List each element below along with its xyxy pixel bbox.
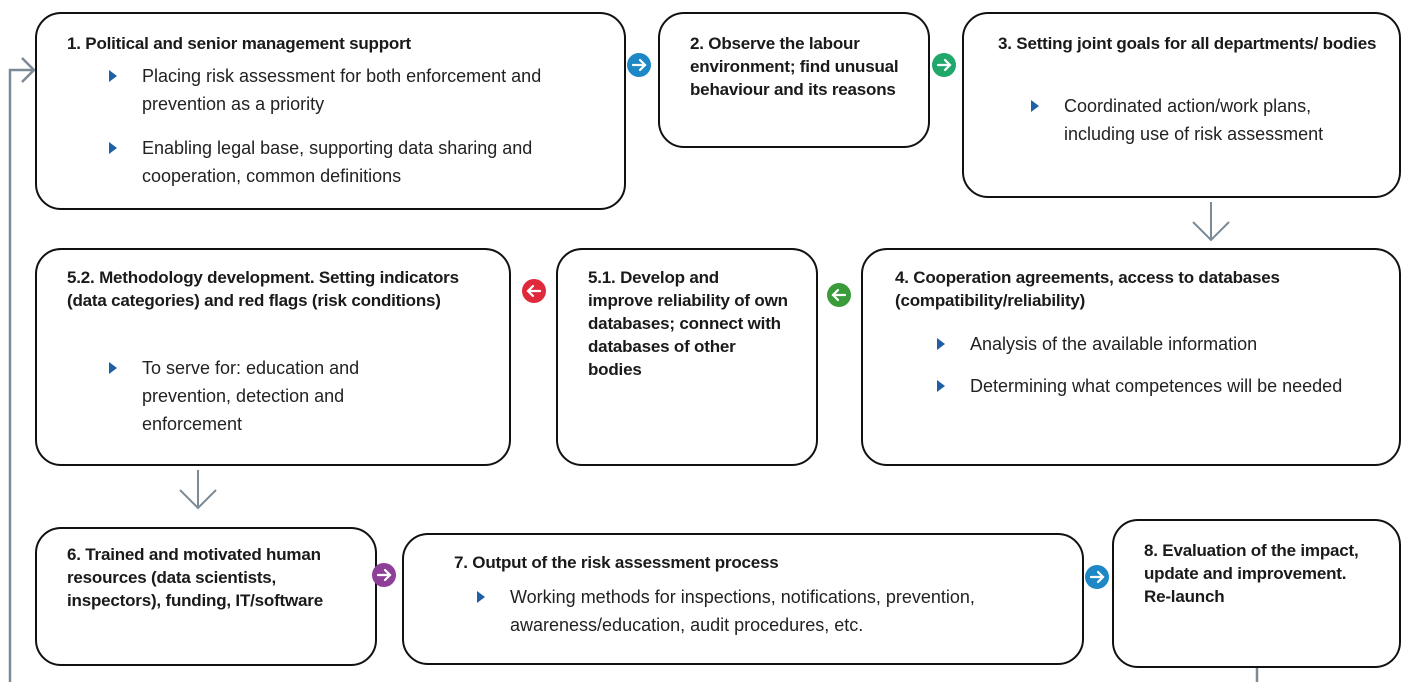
feedback-arrowhead	[21, 57, 36, 83]
step-6-title: 6. Trained and motivated human resources…	[67, 545, 323, 610]
step-4-title: 4. Cooperation agreements, access to dat…	[895, 268, 1280, 310]
step-6-box: 6. Trained and motivated human resources…	[35, 527, 377, 666]
step-8-box: 8. Evaluation of the impact, update and …	[1112, 519, 1401, 668]
arrow-right-icon	[1085, 565, 1109, 589]
bullet-triangle-icon	[937, 380, 945, 392]
down-arrow-52-to-6	[179, 470, 217, 510]
arrow-right-icon	[932, 53, 956, 77]
arrow-left-icon	[827, 283, 851, 307]
step-7-title: 7. Output of the risk assessment process	[454, 553, 779, 572]
step-7-bullet-1: Working methods for inspections, notific…	[477, 583, 1080, 639]
arrow-right-icon	[372, 563, 396, 587]
step-5-2-title: 5.2. Methodology development. Setting in…	[67, 268, 459, 310]
bullet-triangle-icon	[109, 362, 117, 374]
arrow-right-icon	[627, 53, 651, 77]
step-5-2-bullet-1: To serve for: education and prevention, …	[109, 354, 442, 438]
bullet-triangle-icon	[109, 142, 117, 154]
step-2-box: 2. Observe the labour environment; find …	[658, 12, 930, 148]
step-3-bullet-1: Coordinated action/work plans, including…	[1031, 92, 1364, 148]
step-5-1-box: 5.1. Develop and improve reliability of …	[556, 248, 818, 466]
step-3-title: 3. Setting joint goals for all departmen…	[998, 34, 1377, 53]
step-5-1-title: 5.1. Develop and improve reliability of …	[588, 268, 788, 379]
step-2-title: 2. Observe the labour environment; find …	[690, 34, 899, 99]
bullet-triangle-icon	[937, 338, 945, 350]
step-4-bullet-2: Determining what competences will be nee…	[937, 372, 1370, 400]
step-7-box: 7. Output of the risk assessment process…	[402, 533, 1084, 665]
step-4-bullet-1: Analysis of the available information	[937, 330, 1370, 358]
bullet-triangle-icon	[109, 70, 117, 82]
step-8-title: 8. Evaluation of the impact, update and …	[1144, 541, 1359, 606]
down-arrow-3-to-4	[1192, 202, 1230, 242]
arrow-left-icon	[522, 279, 546, 303]
step-3-box: 3. Setting joint goals for all departmen…	[962, 12, 1401, 198]
feedback-return-line	[8, 68, 32, 682]
step-1-bullet-1: Placing risk assessment for both enforce…	[109, 62, 602, 118]
step-1-box: 1. Political and senior management suppo…	[35, 12, 626, 210]
step-1-bullet-2: Enabling legal base, supporting data sha…	[109, 134, 602, 190]
step-5-2-box: 5.2. Methodology development. Setting in…	[35, 248, 511, 466]
step-4-box: 4. Cooperation agreements, access to dat…	[861, 248, 1401, 466]
step-1-title: 1. Political and senior management suppo…	[67, 34, 411, 53]
bullet-triangle-icon	[1031, 100, 1039, 112]
bullet-triangle-icon	[477, 591, 485, 603]
